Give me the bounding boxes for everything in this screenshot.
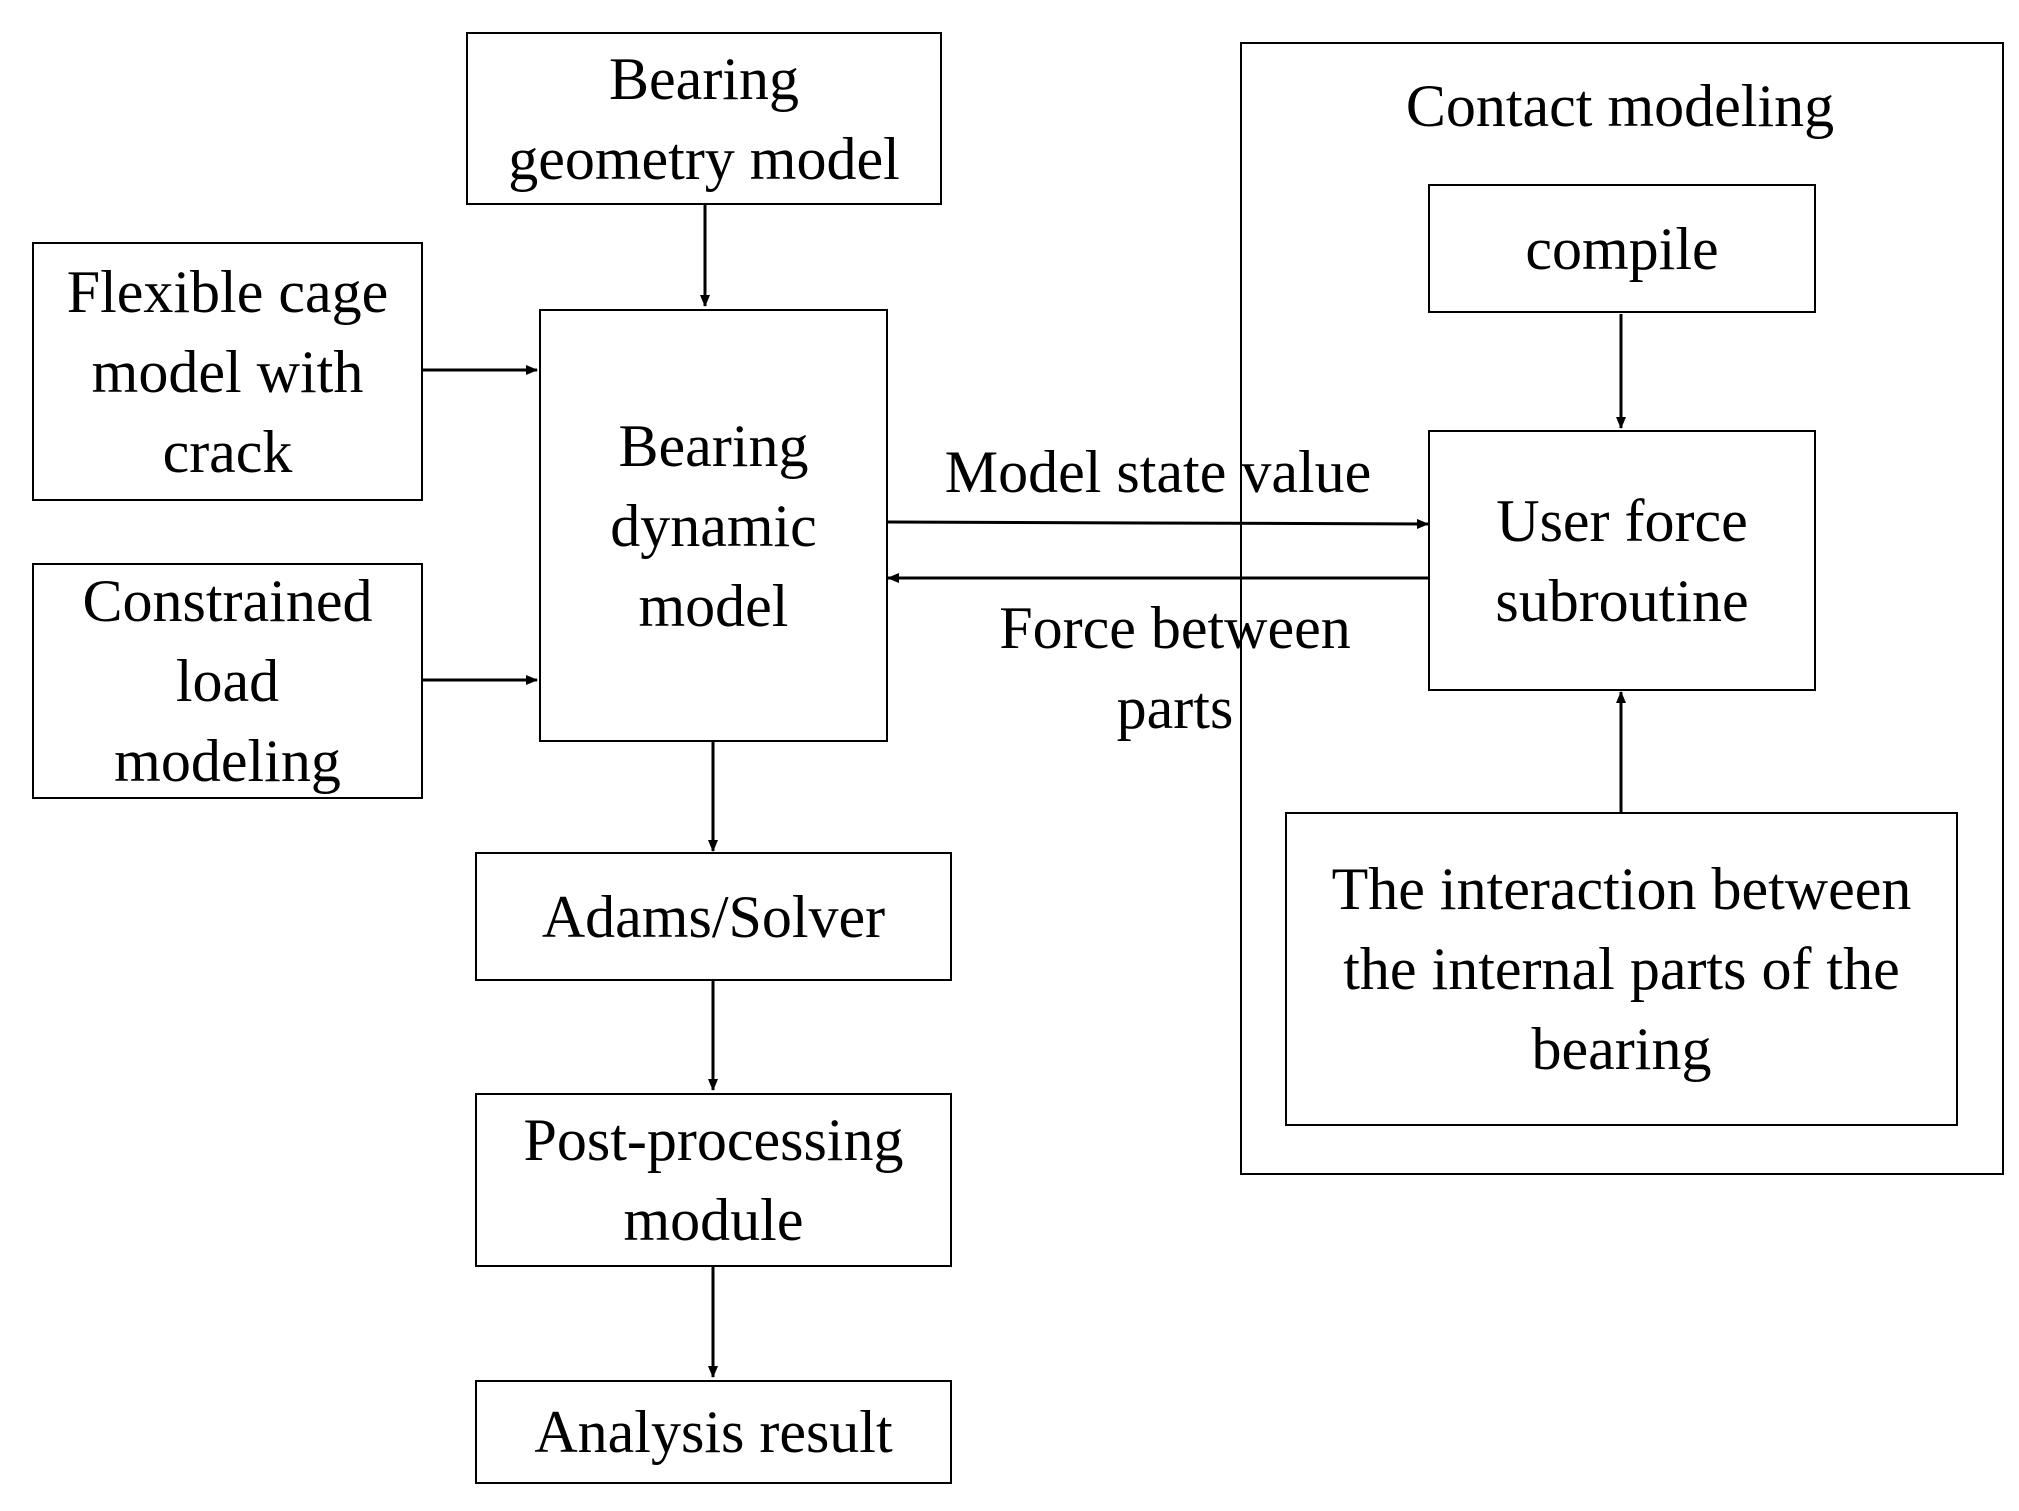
- geometry-line-1: Bearing: [609, 45, 799, 112]
- force-line-1: Force between: [999, 595, 1351, 661]
- bearing-geometry-model-box: Bearing geometry model: [466, 32, 942, 205]
- interaction-line-3: bearing: [1531, 1016, 1712, 1082]
- contact-modeling-title: Contact modeling: [1405, 73, 1835, 139]
- cage-line-1: Flexible cage: [66, 258, 389, 325]
- solver-line-1: Adams/Solver: [541, 883, 886, 950]
- compile-box: compile: [1428, 184, 1816, 313]
- interaction-line-1: The interaction between: [1331, 856, 1912, 922]
- compile-line-1: compile: [1525, 215, 1719, 282]
- force-between-parts-label: Force between parts: [975, 588, 1375, 748]
- flexible-cage-model-box: Flexible cage model with crack: [32, 242, 423, 501]
- dynamic-line-3: model: [638, 572, 789, 639]
- post-line-1: Post-processing: [523, 1107, 904, 1173]
- load-line-2: load: [175, 648, 280, 714]
- model-state-value-label: Model state value: [944, 439, 1372, 505]
- user-force-subroutine-box: User force subroutine: [1428, 430, 1816, 691]
- geometry-line-2: geometry model: [508, 125, 900, 192]
- load-line-3: modeling: [114, 728, 341, 794]
- analysis-result-box: Analysis result: [475, 1380, 952, 1484]
- result-line-1: Analysis result: [534, 1399, 893, 1465]
- interaction-line-2: the internal parts of the: [1343, 936, 1900, 1002]
- arrow-state-to-user-force: [887, 518, 1429, 529]
- cage-line-3: crack: [162, 418, 293, 485]
- load-line-1: Constrained: [82, 568, 373, 634]
- contact-modeling-group: [1240, 42, 2004, 1175]
- dynamic-line-1: Bearing: [618, 412, 809, 479]
- dynamic-line-2: dynamic: [610, 492, 817, 559]
- post-line-2: module: [623, 1187, 804, 1253]
- cage-line-2: model with: [91, 338, 364, 405]
- bearing-dynamic-model-box: Bearing dynamic model: [539, 309, 888, 742]
- user-force-line-2: subroutine: [1495, 567, 1749, 634]
- adams-solver-box: Adams/Solver: [475, 852, 952, 981]
- post-processing-module-box: Post-processing module: [475, 1093, 952, 1267]
- user-force-line-1: User force: [1496, 487, 1748, 554]
- force-line-2: parts: [1116, 675, 1234, 741]
- constrained-load-modeling-box: Constrained load modeling: [32, 563, 423, 799]
- internal-interaction-box: The interaction between the internal par…: [1285, 812, 1958, 1126]
